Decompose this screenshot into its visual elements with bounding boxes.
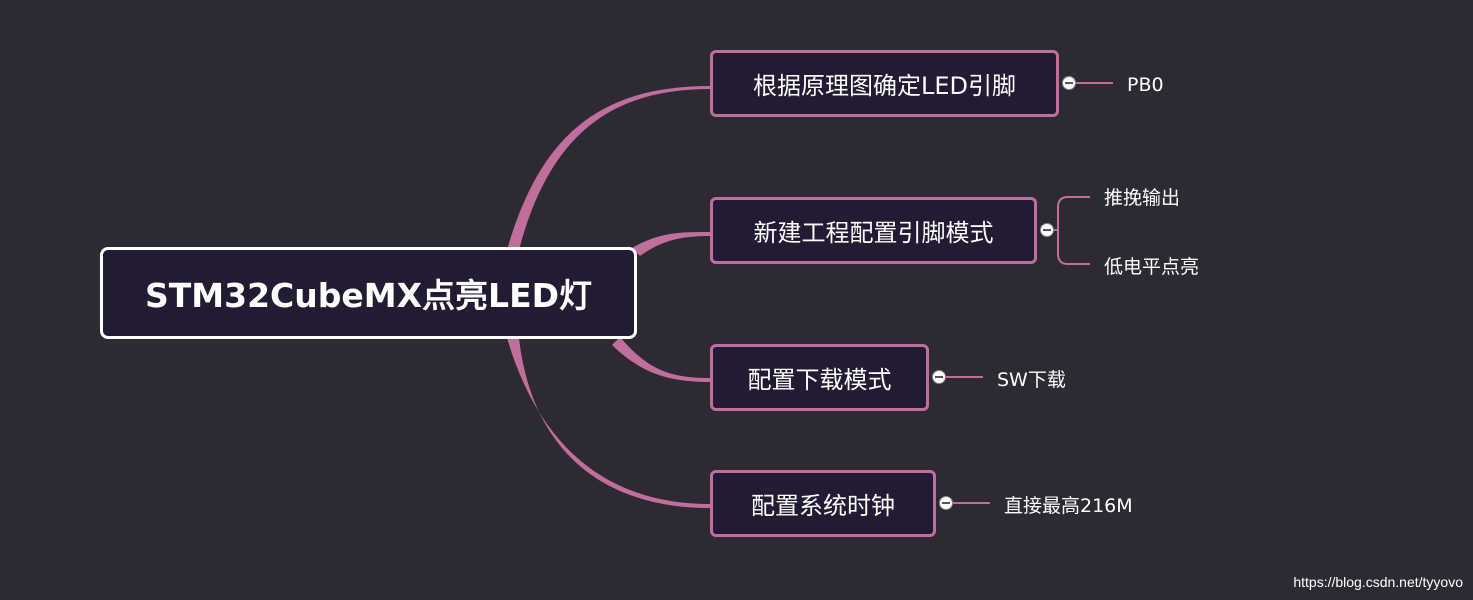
branch-label: 配置下载模式: [747, 366, 892, 394]
connector-root-branch-2: [612, 337, 710, 382]
connector-root-branch-1: [632, 232, 710, 256]
collapse-icon[interactable]: [1040, 223, 1054, 237]
branch-node-clock[interactable]: 配置系统时钟: [710, 470, 936, 537]
watermark: https://blog.csdn.net/tyyovo: [1293, 574, 1463, 590]
root-node[interactable]: STM32CubeMX点亮LED灯: [100, 247, 637, 339]
connector-leaf-1: [1057, 196, 1090, 265]
branch-label: 配置系统时钟: [751, 492, 895, 520]
leaf-node[interactable]: 推挽输出: [1104, 187, 1181, 209]
branch-node-project[interactable]: 新建工程配置引脚模式: [710, 197, 1037, 264]
branch-label: 根据原理图确定LED引脚: [752, 72, 1016, 100]
branch-node-download[interactable]: 配置下载模式: [710, 344, 929, 411]
leaf-node[interactable]: SW下载: [997, 369, 1066, 391]
collapse-icon[interactable]: [932, 370, 946, 384]
connector-root-branch-0: [507, 86, 710, 250]
connector-root-branch-3: [507, 338, 710, 508]
branch-node-pin[interactable]: 根据原理图确定LED引脚: [710, 50, 1059, 117]
leaf-node[interactable]: 直接最高216M: [1004, 495, 1133, 517]
root-label: STM32CubeMX点亮LED灯: [145, 276, 592, 315]
collapse-icon[interactable]: [1062, 76, 1076, 90]
leaf-node[interactable]: PB0: [1127, 74, 1164, 96]
collapse-icon[interactable]: [939, 496, 953, 510]
branch-label: 新建工程配置引脚模式: [753, 219, 994, 247]
leaf-node[interactable]: 低电平点亮: [1104, 256, 1200, 278]
